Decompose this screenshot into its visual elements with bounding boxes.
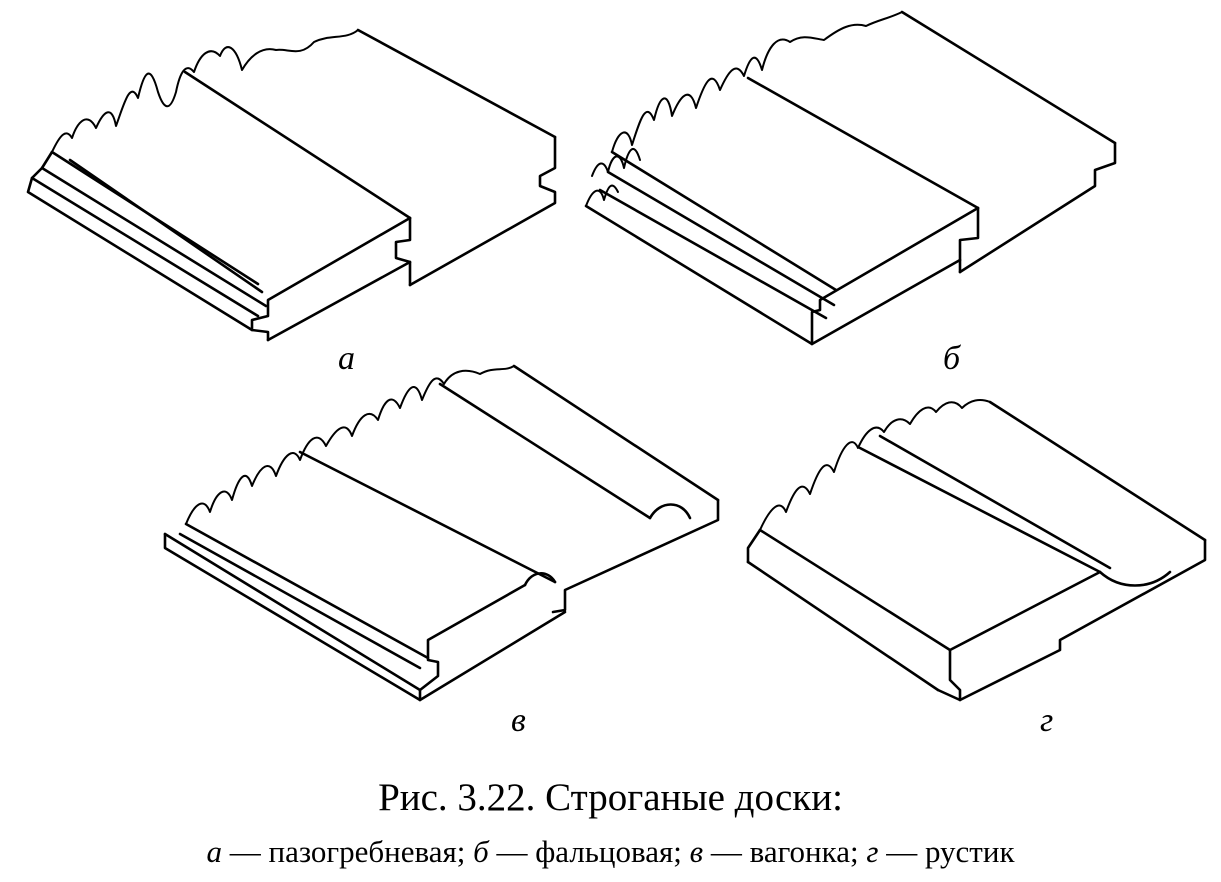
figure-caption-legend: а — пазогребневая; б — фальцовая; в — ва… <box>0 834 1221 870</box>
panel-label-g: г <box>1040 702 1054 739</box>
board-rebate-drawing <box>584 10 1117 346</box>
legend-letter: б <box>473 834 489 869</box>
panel-label-a: а <box>338 340 355 377</box>
legend-text: рустик <box>924 834 1015 869</box>
legend-dash: — <box>496 834 528 869</box>
legend-text: фальцовая; <box>535 834 682 869</box>
legend-letter: г <box>866 834 879 869</box>
figure-caption-title: Рис. 3.22. Строганые доски: <box>378 776 843 819</box>
legend-dash: — <box>229 834 261 869</box>
legend-text: вагонка; <box>749 834 859 869</box>
board-lining-drawing <box>163 364 720 702</box>
panel-label-b: б <box>943 340 961 377</box>
legend-dash: — <box>886 834 918 869</box>
figure-drawings <box>26 10 1207 702</box>
legend-letter: в <box>689 834 704 869</box>
panel-label-v: в <box>511 702 526 739</box>
legend-letter: а <box>206 834 222 869</box>
legend-text: пазогребневая; <box>268 834 466 869</box>
board-tongue-groove-drawing <box>26 28 557 342</box>
legend-dash: — <box>710 834 742 869</box>
board-rustic-drawing <box>746 399 1207 702</box>
